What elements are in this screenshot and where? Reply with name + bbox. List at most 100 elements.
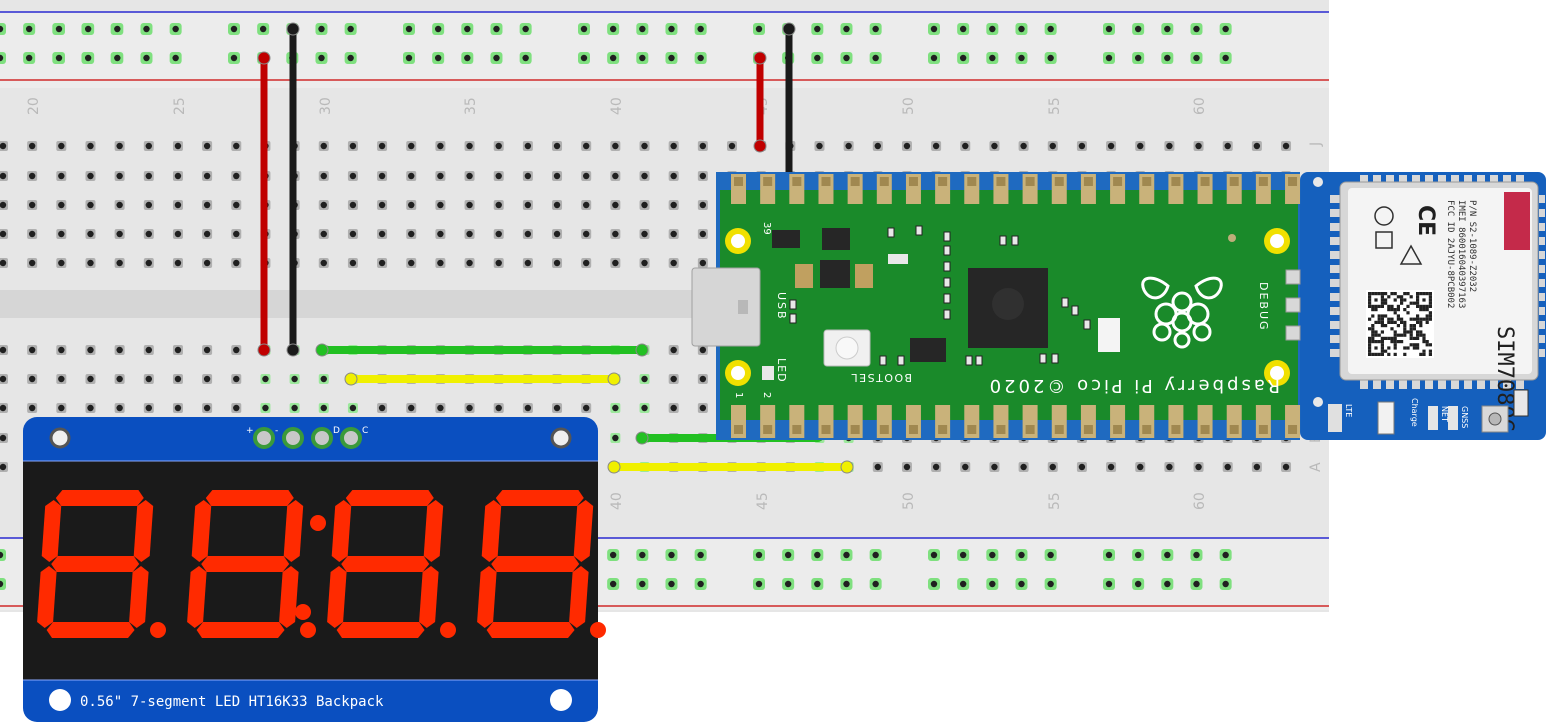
rail-hole-center [989,54,996,62]
sim-edge-pad [1539,279,1545,287]
breadboard-hole-center [670,230,677,238]
qr-cell [1380,352,1384,356]
breadboard-hole-center [437,230,444,238]
sim-edge-pad [1330,335,1340,343]
charge-led [1377,401,1395,435]
debug-pad-1[interactable] [1285,269,1301,285]
seven-segment-display[interactable]: + - D C 0.56" 7-segment LED HT16K33 Back… [23,417,606,722]
rail-hole-center [1134,25,1142,33]
segment-f [191,500,212,562]
display-mount-hole [550,427,572,449]
qr-cell [1419,333,1423,337]
sim7080g-module[interactable]: SIM7080G P/N S2-1089-Z2032 IMEI 86001604… [1300,172,1546,440]
qr-cell [1393,333,1397,337]
wire-end [607,372,621,386]
raspberry-pi-pico[interactable]: USB DEBUG LED BOOTSEL Raspberry Pi Pico … [691,172,1301,440]
rail-hole-center [1164,54,1171,62]
rail-hole-center [1193,551,1200,559]
rail-hole-center [697,25,704,33]
breadboard-hole-center [1195,463,1202,471]
col-number: 20 [26,97,42,115]
qr-cell [1384,298,1388,302]
rail-hole-center [668,25,675,33]
pico-pin-hole [1142,425,1152,434]
rail-hole-center [172,25,179,33]
rail-hole-center [318,25,325,33]
qr-code [1366,290,1434,358]
breadboard-hole-center [378,201,386,209]
breadboard-hole-center [0,259,7,267]
rail-hole-center [814,54,821,62]
pin-minus-pad[interactable] [282,427,304,449]
smd-component [897,355,905,366]
breadboard-hole-center [378,404,386,412]
led-label: LED [775,358,788,383]
usb-connector[interactable] [691,267,761,347]
breadboard-hole-center [583,172,590,180]
qr-cell [1416,336,1420,340]
qr-cell [1425,340,1429,344]
sim-edge-pad [1451,175,1459,184]
smd-component [999,235,1007,246]
breadboard-hole-center [378,142,386,150]
rail-hole-center [930,25,938,33]
pico-pin-hole [996,177,1006,186]
breadboard-hole-center [203,346,211,354]
pico-pin-hole [996,425,1006,434]
qr-cell [1368,292,1372,296]
pico-pin-hole [938,177,948,186]
qr-cell [1419,317,1423,321]
breadboard-hole-center [349,259,357,267]
pin-plus-pad[interactable] [253,427,275,449]
qr-cell [1387,295,1391,299]
capacitor [795,264,813,288]
certification-icon [1374,206,1394,226]
sim-edge-pad [1539,265,1545,273]
sim-edge-pad [1438,380,1446,389]
pin-d-pad[interactable] [311,427,333,449]
sim-edge-pad [1330,223,1340,231]
breadboard-hole-center [641,172,648,180]
pico-pin-hole [1054,425,1064,434]
rail-hole-center [0,551,4,559]
qr-cell [1390,320,1394,324]
pico-pin-hole [1054,177,1064,186]
breadboard-hole-center [233,346,240,354]
debug-pad-3[interactable] [1285,325,1301,341]
segment-a [205,490,294,506]
qr-cell [1368,346,1372,350]
qr-cell [1425,314,1429,318]
qr-cell [1384,301,1388,305]
breadboard-hole-center [87,142,94,150]
qr-cell [1380,330,1384,334]
sim-edge-pad [1330,195,1340,203]
pin-c-label: C [362,426,368,436]
breadboard-hole-center [495,201,502,209]
wire-end [782,22,796,36]
qr-cell [1377,340,1381,344]
breadboard-hole-center [641,259,648,267]
pico-pin-hole [1142,177,1152,186]
sim-edge-pad [1539,223,1545,231]
sim-mount-hole [1313,177,1323,187]
sim-edge-pads [1330,175,1545,389]
rail-hole-center [347,54,354,62]
rail-hole-center [230,25,238,33]
breadboard-hole-center [233,375,240,383]
pin-c-pad[interactable] [340,427,362,449]
col-number: 60 [1192,97,1208,115]
breadboard-hole-center [641,404,648,412]
qr-cell [1380,314,1384,318]
pico-pin-hole [821,177,831,186]
qr-cell [1406,346,1410,350]
breadboard-hole-center [553,404,561,412]
wire-end [753,139,767,153]
rail-hole-center [814,25,821,33]
qr-cell [1428,343,1432,347]
qr-cell [1393,352,1397,356]
qr-cell [1416,343,1420,347]
breadboard-hole-center [349,230,357,238]
debug-pad-2[interactable] [1285,297,1301,313]
rail-hole-center [55,54,63,62]
